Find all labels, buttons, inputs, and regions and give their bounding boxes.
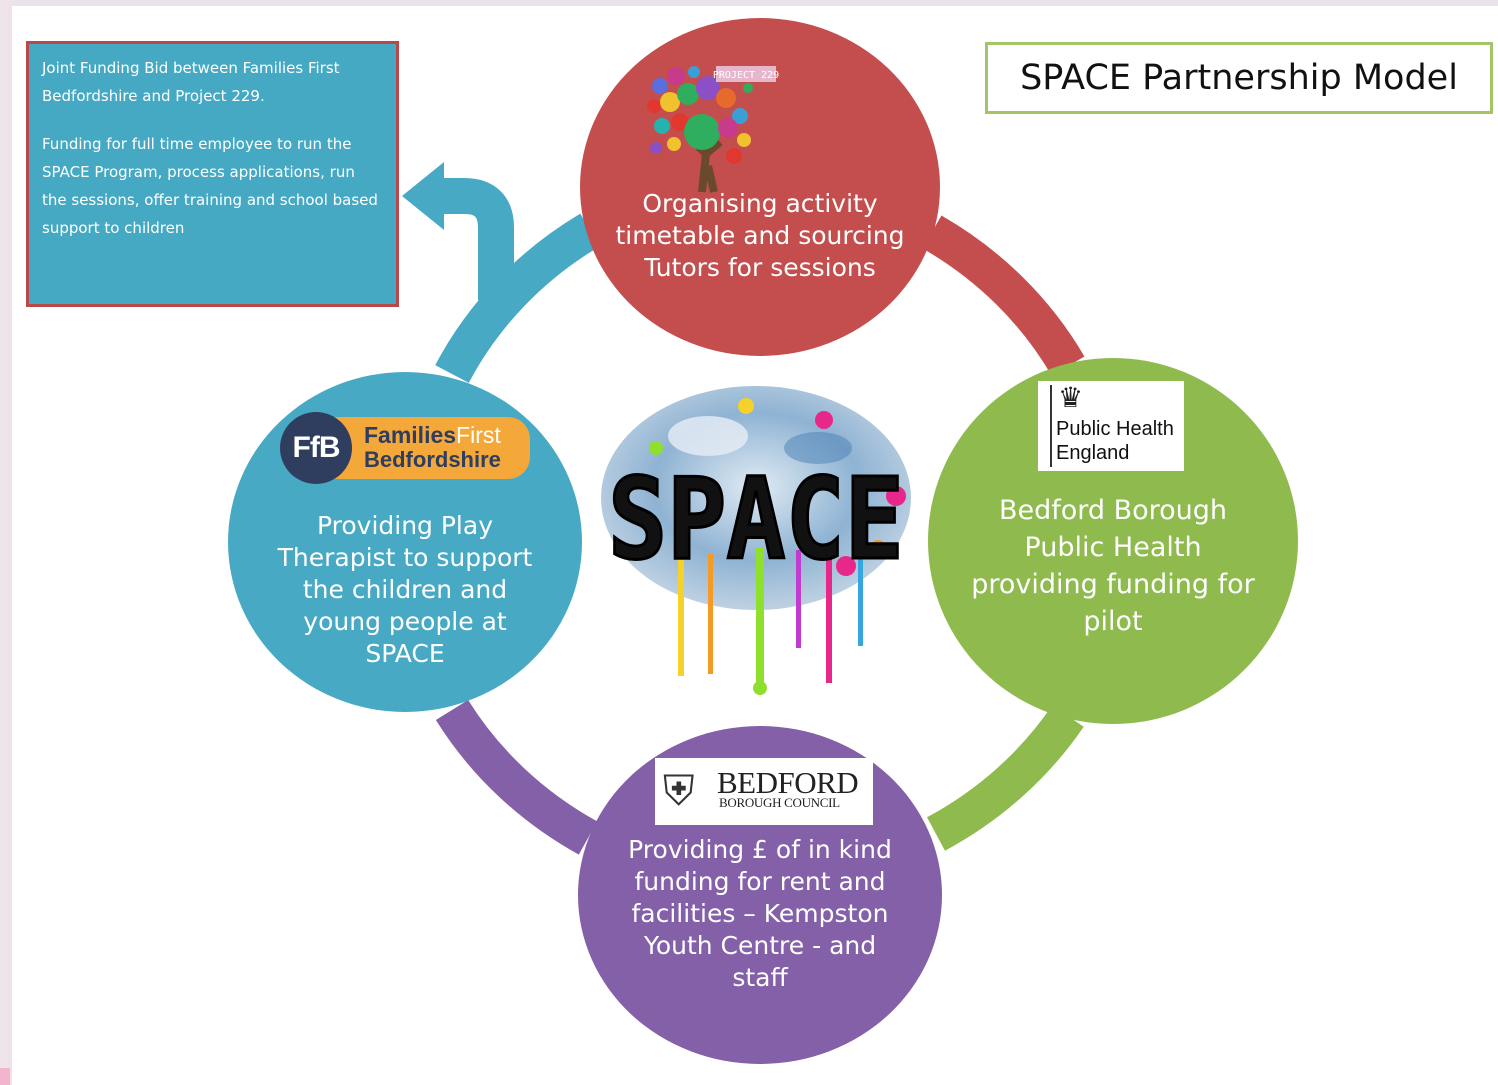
arrow-to-note (436, 178, 514, 300)
arc-right-bottom (926, 705, 1084, 851)
phe-logo-line1: Public Health (1056, 418, 1174, 440)
background-strip-left (0, 0, 12, 1085)
public-health-england-logo: ♛ Public Health England (1038, 381, 1184, 471)
background-strip-top (0, 0, 1498, 6)
council-crest-icon: ⛨ (663, 766, 695, 815)
phe-logo-bar (1050, 385, 1052, 467)
arc-left-top (435, 213, 600, 384)
project229-tree-logo: PROJECT 229 (647, 66, 779, 193)
node-bedford-council-text: Providing £ of in kind funding for rent … (628, 835, 892, 992)
drip-orange (708, 554, 713, 674)
phe-logo-name: Public Health England (1056, 417, 1174, 465)
arrow-head (402, 162, 444, 230)
funding-note-line1: Joint Funding Bid between Families First… (42, 59, 340, 105)
arc-bottom-left (435, 699, 598, 855)
arc-top-right (922, 215, 1085, 376)
phe-logo-line2: England (1056, 442, 1130, 464)
node-project229: Organising activity timetable and sourci… (580, 18, 940, 356)
bedford-borough-council-logo: ⛨ BEDFORD BOROUGH COUNCIL (655, 758, 873, 825)
node-public-health-text: Bedford Borough Public Health providing … (971, 495, 1255, 637)
ffb-logo-line2: Bedfordshire (364, 447, 501, 472)
drip-blue (858, 546, 863, 646)
funding-note: Joint Funding Bid between Families First… (26, 41, 399, 307)
bbc-logo-name: BEDFORD (717, 765, 859, 800)
drip-green (756, 548, 764, 688)
bbc-logo-sub: BOROUGH COUNCIL (719, 795, 840, 810)
diagram-title: SPACE Partnership Model (985, 42, 1493, 114)
project229-logo-text: PROJECT 229 (713, 70, 779, 81)
drip-yellow (678, 558, 684, 676)
node-families-first-text: Providing Play Therapist to support the … (277, 511, 533, 668)
ffb-logo-line1b: First (456, 422, 501, 448)
funding-note-line2: Funding for full time employee to run th… (42, 135, 378, 237)
node-project229-text: Organising activity timetable and sourci… (615, 189, 905, 282)
background-corner-accent (0, 1068, 10, 1085)
ffb-logo-line1a: Families (364, 422, 457, 448)
drip-magenta (796, 550, 801, 648)
drip-pink (826, 548, 832, 683)
families-first-logo: FfB FamiliesFirst Bedfordshire (280, 412, 532, 484)
space-logo-word: SPACE (608, 455, 904, 585)
diagram-title-text: SPACE Partnership Model (1020, 58, 1458, 98)
ffb-logo-line1: FamiliesFirst (364, 422, 501, 448)
royal-crest-icon: ♛ (1058, 381, 1084, 414)
ffb-logo-banner (332, 417, 530, 479)
ffb-logo-badge: FfB (280, 412, 352, 484)
space-center-logo: SPACE (601, 386, 911, 695)
